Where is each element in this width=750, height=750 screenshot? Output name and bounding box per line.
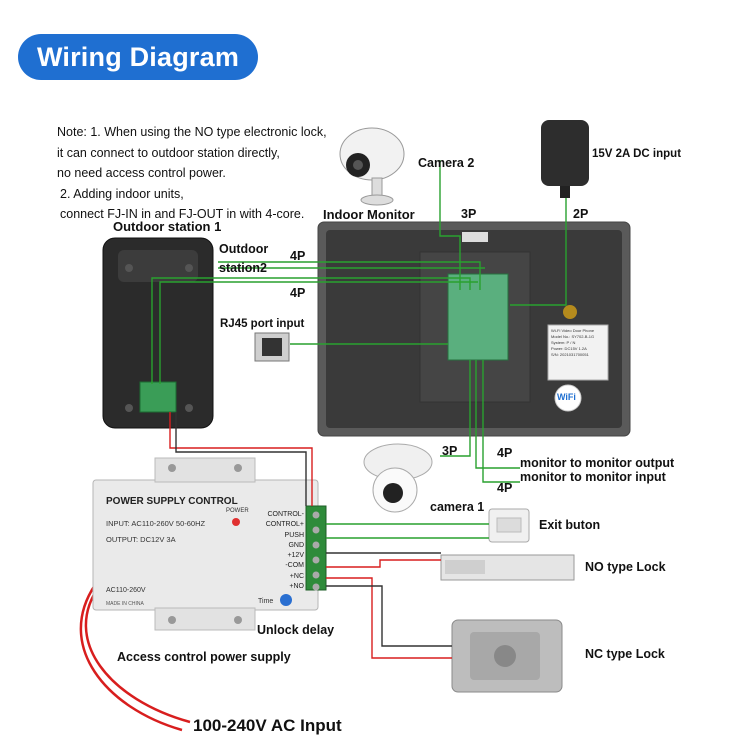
- exit-button-label: Exit buton: [539, 518, 601, 532]
- outdoor-station2-label-b: station2: [219, 261, 267, 275]
- psu-output: OUTPUT: DC12V 3A: [106, 535, 176, 544]
- psu-terminal-labels: CONTROL- CONTROL+ PUSH GND +12V -COM +NC…: [260, 510, 304, 592]
- sticker-line: Power: DC15V 1.2A: [551, 346, 587, 351]
- terminal-12v: +12V: [287, 552, 304, 560]
- psu-heading: POWER SUPPLY CONTROL: [106, 496, 238, 507]
- camera1-label: camera 1: [430, 500, 485, 514]
- note-line: Note: 1. When using the NO type electron…: [57, 125, 327, 139]
- note-line: connect FJ-IN in and FJ-OUT in with 4-co…: [60, 207, 305, 221]
- green-wires: [151, 160, 567, 539]
- ac-wire-red-2: [79, 584, 183, 732]
- note-line: no need access control power.: [57, 166, 226, 180]
- indoor-monitor: [317, 221, 631, 437]
- terminal-nc: +NC: [289, 572, 304, 580]
- acps-label: Access control power supply: [117, 650, 291, 664]
- indoor-monitor-label: Indoor Monitor: [323, 207, 415, 222]
- sticker-line: Model No.: SY702-B-1G: [551, 334, 595, 339]
- terminal-block: [305, 505, 327, 591]
- psu-input: INPUT: AC110-260V 50-60HZ: [106, 519, 206, 528]
- power-led: [232, 518, 240, 526]
- sticker-line: S/N: 2021031700051: [551, 352, 589, 357]
- camera2-label: Camera 2: [418, 156, 475, 170]
- connector-3p-top: 3P: [461, 207, 477, 221]
- rj45-port: [254, 332, 290, 362]
- title-badge: Wiring Diagram: [18, 34, 258, 80]
- psu-time-label: Time: [258, 598, 274, 605]
- connector-3p-bottom: 3P: [442, 444, 458, 458]
- wifi-logo: WiFi: [557, 392, 576, 402]
- terminal-control-minus: CONTROL-: [267, 511, 304, 518]
- notes-block: Note: 1. When using the NO type electron…: [57, 122, 327, 225]
- connector-4p-d: 4P: [497, 481, 513, 495]
- page-title: Wiring Diagram: [36, 41, 240, 72]
- power-adapter: [541, 120, 589, 198]
- outdoor-station-1: [102, 237, 214, 429]
- exit-button-device: [488, 508, 530, 543]
- no-type-lock-device: [440, 554, 575, 581]
- outdoor-station1-label: Outdoor station 1: [113, 219, 222, 234]
- ac-wire-red: [84, 584, 191, 724]
- camera-1: [363, 443, 433, 513]
- time-knob: [280, 594, 292, 606]
- outdoor-station2-label-a: Outdoor: [219, 242, 269, 256]
- connector-4p-a: 4P: [290, 249, 306, 263]
- terminal-push: PUSH: [284, 531, 304, 539]
- terminal-no: +NO: [289, 583, 304, 591]
- camera-2: [339, 127, 405, 206]
- connector-2p: 2P: [573, 207, 589, 221]
- unlock-delay-label: Unlock delay: [257, 623, 335, 637]
- sticker-line: Wi-Fi Video Door Phone: [551, 328, 595, 333]
- monitor-sticker: Wi-Fi Video Door Phone Model No.: SY702-…: [551, 328, 607, 358]
- note-line: 2. Adding indoor units,: [60, 186, 184, 201]
- psu-ac-label: AC110-260V: [106, 587, 146, 594]
- rj45-label: RJ45 port input: [220, 318, 305, 330]
- nc-type-lock-device: [451, 619, 563, 693]
- note-line: it can connect to outdoor station direct…: [57, 145, 280, 160]
- m2m-input-label: monitor to monitor input: [520, 470, 666, 484]
- power-supply-box: [92, 457, 319, 631]
- terminal-control-plus: CONTROL+: [265, 521, 304, 529]
- sticker-line: System: P / N: [551, 340, 576, 345]
- ac-input-label: 100-240V AC Input: [193, 716, 342, 735]
- connector-4p-b: 4P: [290, 286, 306, 300]
- terminal-com: -COM: [285, 562, 304, 570]
- terminal-gnd: GND: [288, 541, 304, 549]
- no-lock-label: NO type Lock: [585, 560, 666, 574]
- psu-made-in: MADE IN CHINA: [106, 601, 144, 607]
- lock-wires: [169, 412, 452, 659]
- psu-power-label: POWER: [226, 508, 249, 514]
- connector-4p-c: 4P: [497, 446, 513, 460]
- m2m-output-label: monitor to monitor output: [520, 456, 675, 470]
- adapter-label: 15V 2A DC input: [592, 148, 682, 160]
- nc-lock-label: NC type Lock: [585, 647, 665, 661]
